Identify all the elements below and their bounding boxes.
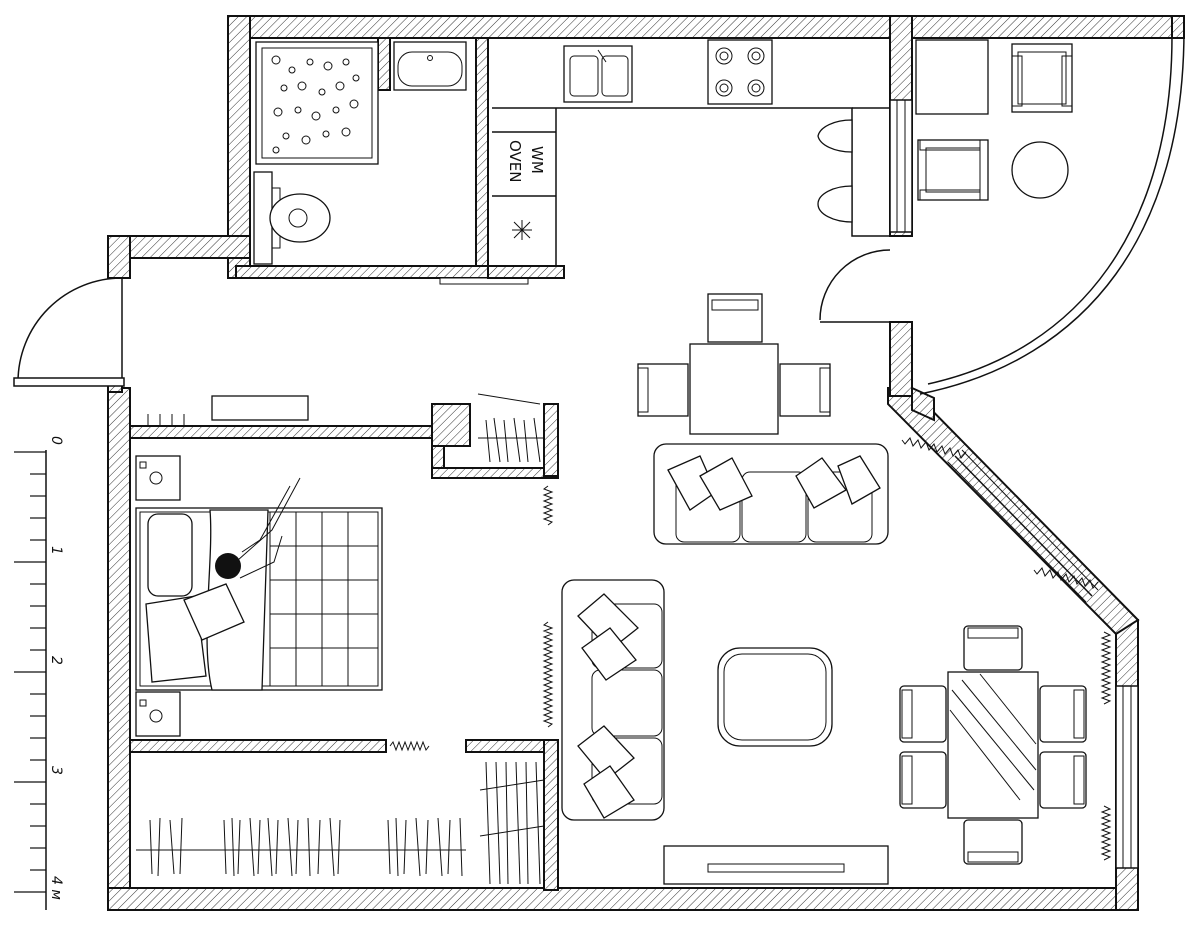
bedroom [129,395,559,891]
scale-bar: 0 1 2 3 4 м [14,436,64,910]
chair [963,819,1023,865]
chair [899,751,947,809]
kitchen-sink [563,45,633,103]
radiator [389,740,430,752]
nightstand-top [135,455,181,501]
sleeping-person [215,477,301,579]
label-washing-machine: WM [528,146,546,174]
scale-label-3: 3 [48,766,64,775]
scale-label-1: 1 [48,546,64,555]
label-oven: OVEN [506,140,524,183]
armchair [917,139,989,201]
scale-label-2: 2 [48,656,64,665]
chair [637,363,689,417]
chair [963,625,1023,671]
sofa-side [561,579,665,821]
dining-table-small [637,293,831,435]
cushion [577,725,635,781]
wall-hooks [147,414,185,426]
bar-stools [817,119,853,223]
quilted-blanket [269,511,379,687]
balcony-furniture [915,39,1073,201]
tv-stand [663,845,889,885]
scale-label-4: 4 м [48,876,64,900]
pillow [183,583,245,641]
cooktop [707,39,773,105]
chair [707,293,763,343]
balcony [919,15,1185,395]
wardrobe [136,761,545,885]
pillow [145,595,207,683]
cushion [581,627,637,681]
bathroom-sink [393,41,467,91]
chair [899,685,947,743]
right-window [1115,685,1139,869]
living-room [542,293,1112,885]
chair [1039,751,1087,809]
radiator [542,485,554,728]
balcony-door [819,249,891,323]
bathroom [235,37,529,285]
round-table [1011,141,1069,199]
dining-table-large [899,625,1087,865]
diagonal-window [947,449,1099,603]
cushion [583,765,635,819]
fridge-icon [512,220,532,240]
radiator [901,437,1112,861]
armchair [1011,43,1073,113]
chair [779,363,831,417]
shower-tray [255,41,379,165]
cushion [837,455,881,505]
entry-door [13,277,125,388]
cushion [699,457,753,511]
sofa-three-seat [653,443,889,545]
kitchen: WM OVEN [487,39,891,323]
hallway-shelf [211,395,309,421]
appliance-labels: WM OVEN [506,140,546,183]
kitchen-window [889,99,913,233]
coffee-table [717,647,833,747]
toilet [253,171,331,265]
double-bed [135,477,383,691]
pillow [147,513,193,597]
scale-label-0: 0 [48,436,64,445]
hall-closet [477,393,544,463]
nightstand-bottom [135,691,181,737]
cushion [795,457,847,509]
chair [1039,685,1087,743]
